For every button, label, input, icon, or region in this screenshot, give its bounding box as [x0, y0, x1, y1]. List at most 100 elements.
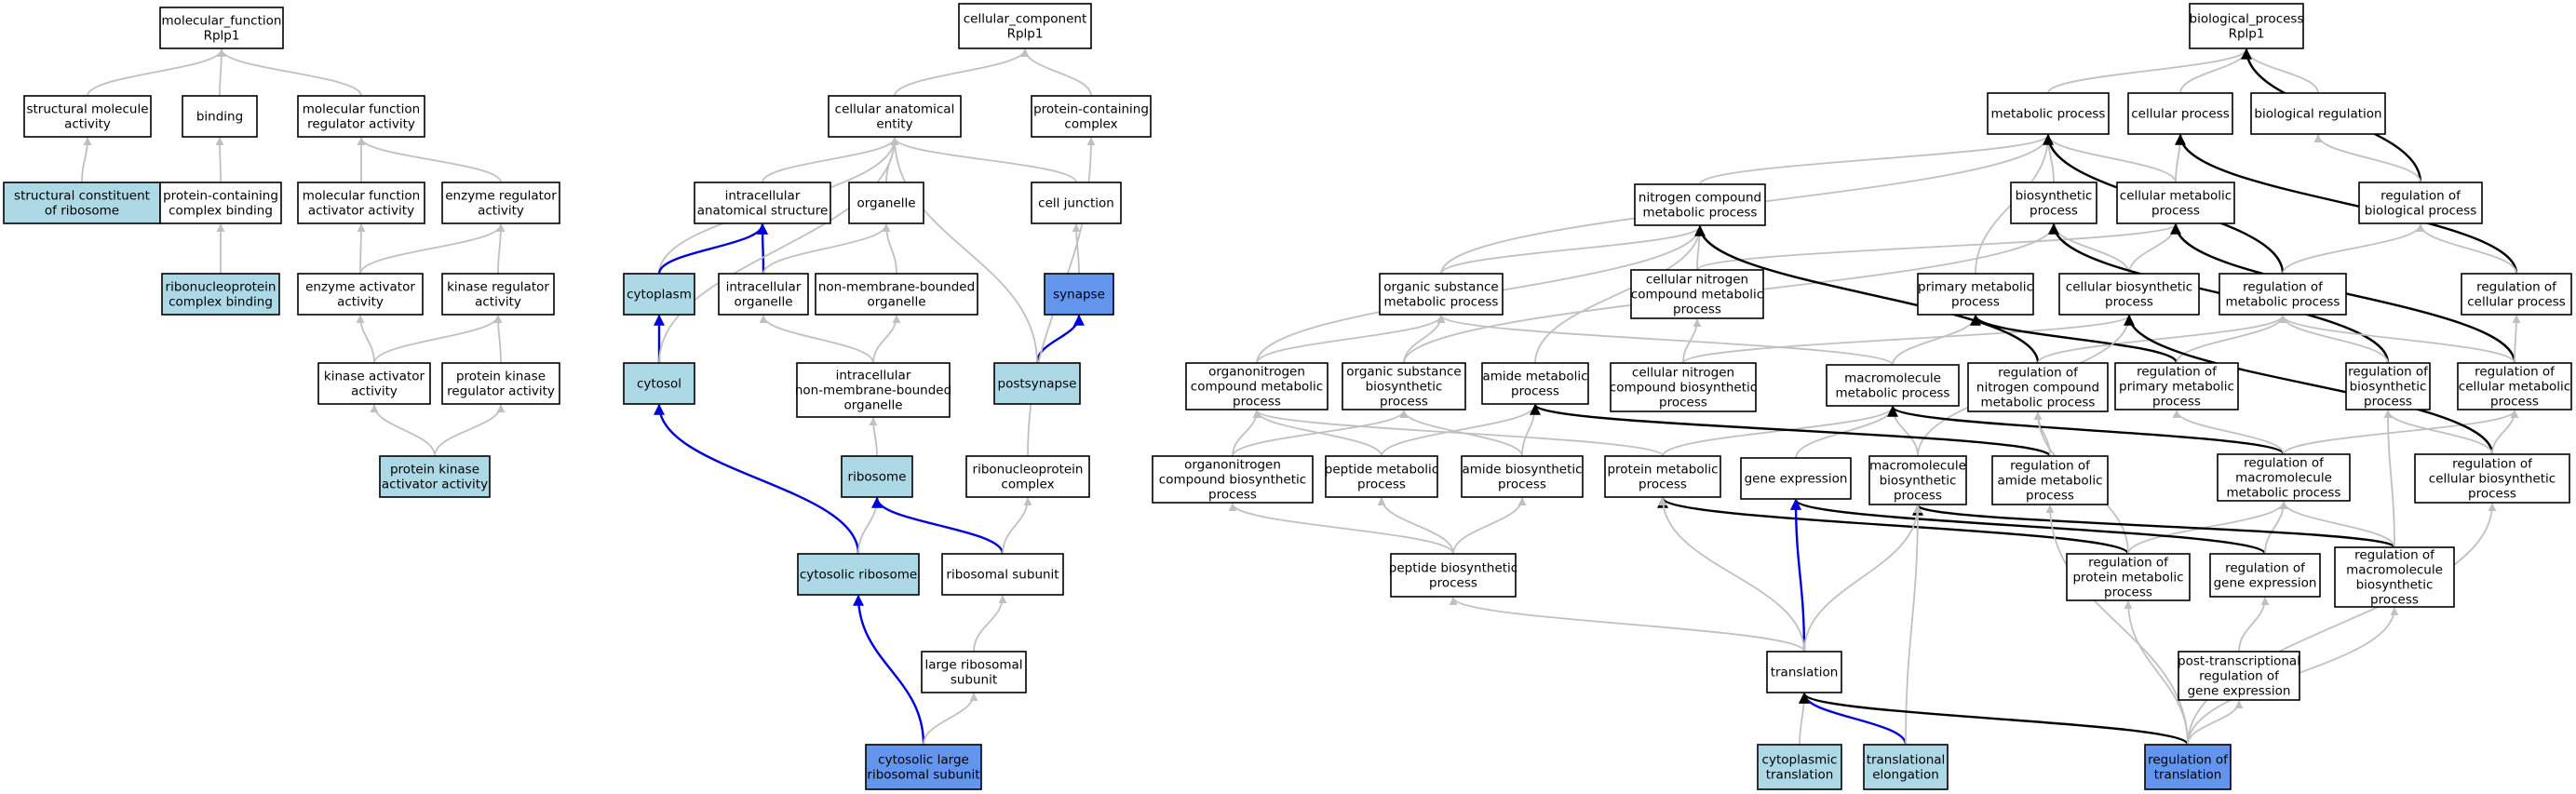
- go-term-gene-expression[interactable]: gene expression: [1740, 457, 1852, 500]
- edge-regulates-reg-translation-to-translation: [1799, 692, 2190, 746]
- go-term-synapse[interactable]: synapse: [1044, 273, 1114, 316]
- term-label-line: biosynthetic: [2350, 379, 2427, 394]
- go-term-ribosome[interactable]: ribosome: [841, 455, 913, 498]
- go-term-postsynapse[interactable]: postsynapse: [993, 362, 1081, 405]
- edge-is-a-reg-cellular-to-reg-bio-process: [2416, 223, 2517, 275]
- term-label-line: structural molecule: [26, 101, 148, 116]
- go-term-binding[interactable]: binding: [182, 95, 258, 138]
- edge-is-a-reg-cell-bios-to-reg-biosynthetic: [2383, 410, 2493, 455]
- term-box: [2461, 273, 2572, 316]
- go-term-reg-macro-bios[interactable]: regulation ofmacromoleculebiosyntheticpr…: [2334, 546, 2455, 608]
- term-label-line: metabolic process: [2226, 294, 2340, 309]
- go-term-ribosomal-subunit[interactable]: ribosomal subunit: [941, 553, 1064, 596]
- term-label-line: process: [1498, 477, 1546, 491]
- go-term-cell-junction[interactable]: cell junction: [1031, 182, 1122, 224]
- go-term-cytosolic-ribosome[interactable]: cytosolic ribosome: [797, 553, 920, 596]
- term-label-line: regulation of: [2199, 668, 2280, 683]
- edge-is-a-kinase-activator-to-kinase-reg-act: [373, 315, 503, 364]
- term-box: [993, 362, 1081, 405]
- term-label-line: amide metabolic: [1482, 369, 1587, 384]
- term-label-line: subunit: [951, 672, 997, 687]
- go-term-cytosol[interactable]: cytosol: [623, 362, 695, 405]
- edge-is-a-translation-to-protein-metabolic: [1658, 497, 1805, 653]
- go-term-cellular-process[interactable]: cellular process: [2127, 92, 2233, 135]
- go-term-translation[interactable]: translation: [1766, 651, 1842, 693]
- term-box: [1740, 457, 1852, 500]
- go-term-cytoplasm[interactable]: cytoplasm: [623, 273, 695, 316]
- go-term-biological-regulation[interactable]: biological regulation: [2250, 92, 2386, 135]
- go-term-metabolic-process[interactable]: metabolic process: [1987, 92, 2110, 135]
- term-box: [2250, 92, 2386, 135]
- edge-is-a-ribosome-to-intracell-nonmem: [869, 417, 878, 457]
- term-box: [1863, 744, 1949, 790]
- term-label-line: process: [1894, 488, 1942, 503]
- edge-is-a-organic-subst-met-to-nitrogen-cmp-met: [1440, 225, 1705, 275]
- go-term-intracell-nonmem[interactable]: intracellularnon-membrane-boundedorganel…: [795, 362, 951, 418]
- term-label-line: macromolecule: [1869, 458, 1966, 473]
- edge-is-a-reg-cell-met-to-reg-cellular: [2512, 315, 2521, 364]
- term-box: [865, 744, 982, 790]
- term-label-line: compound biosynthetic: [1610, 380, 1757, 395]
- term-label-line: regulation of: [2476, 279, 2557, 294]
- go-term-organelle[interactable]: organelle: [848, 182, 924, 224]
- edge-is-a-intracell-nonmem-to-nonmem-organelle: [872, 315, 901, 364]
